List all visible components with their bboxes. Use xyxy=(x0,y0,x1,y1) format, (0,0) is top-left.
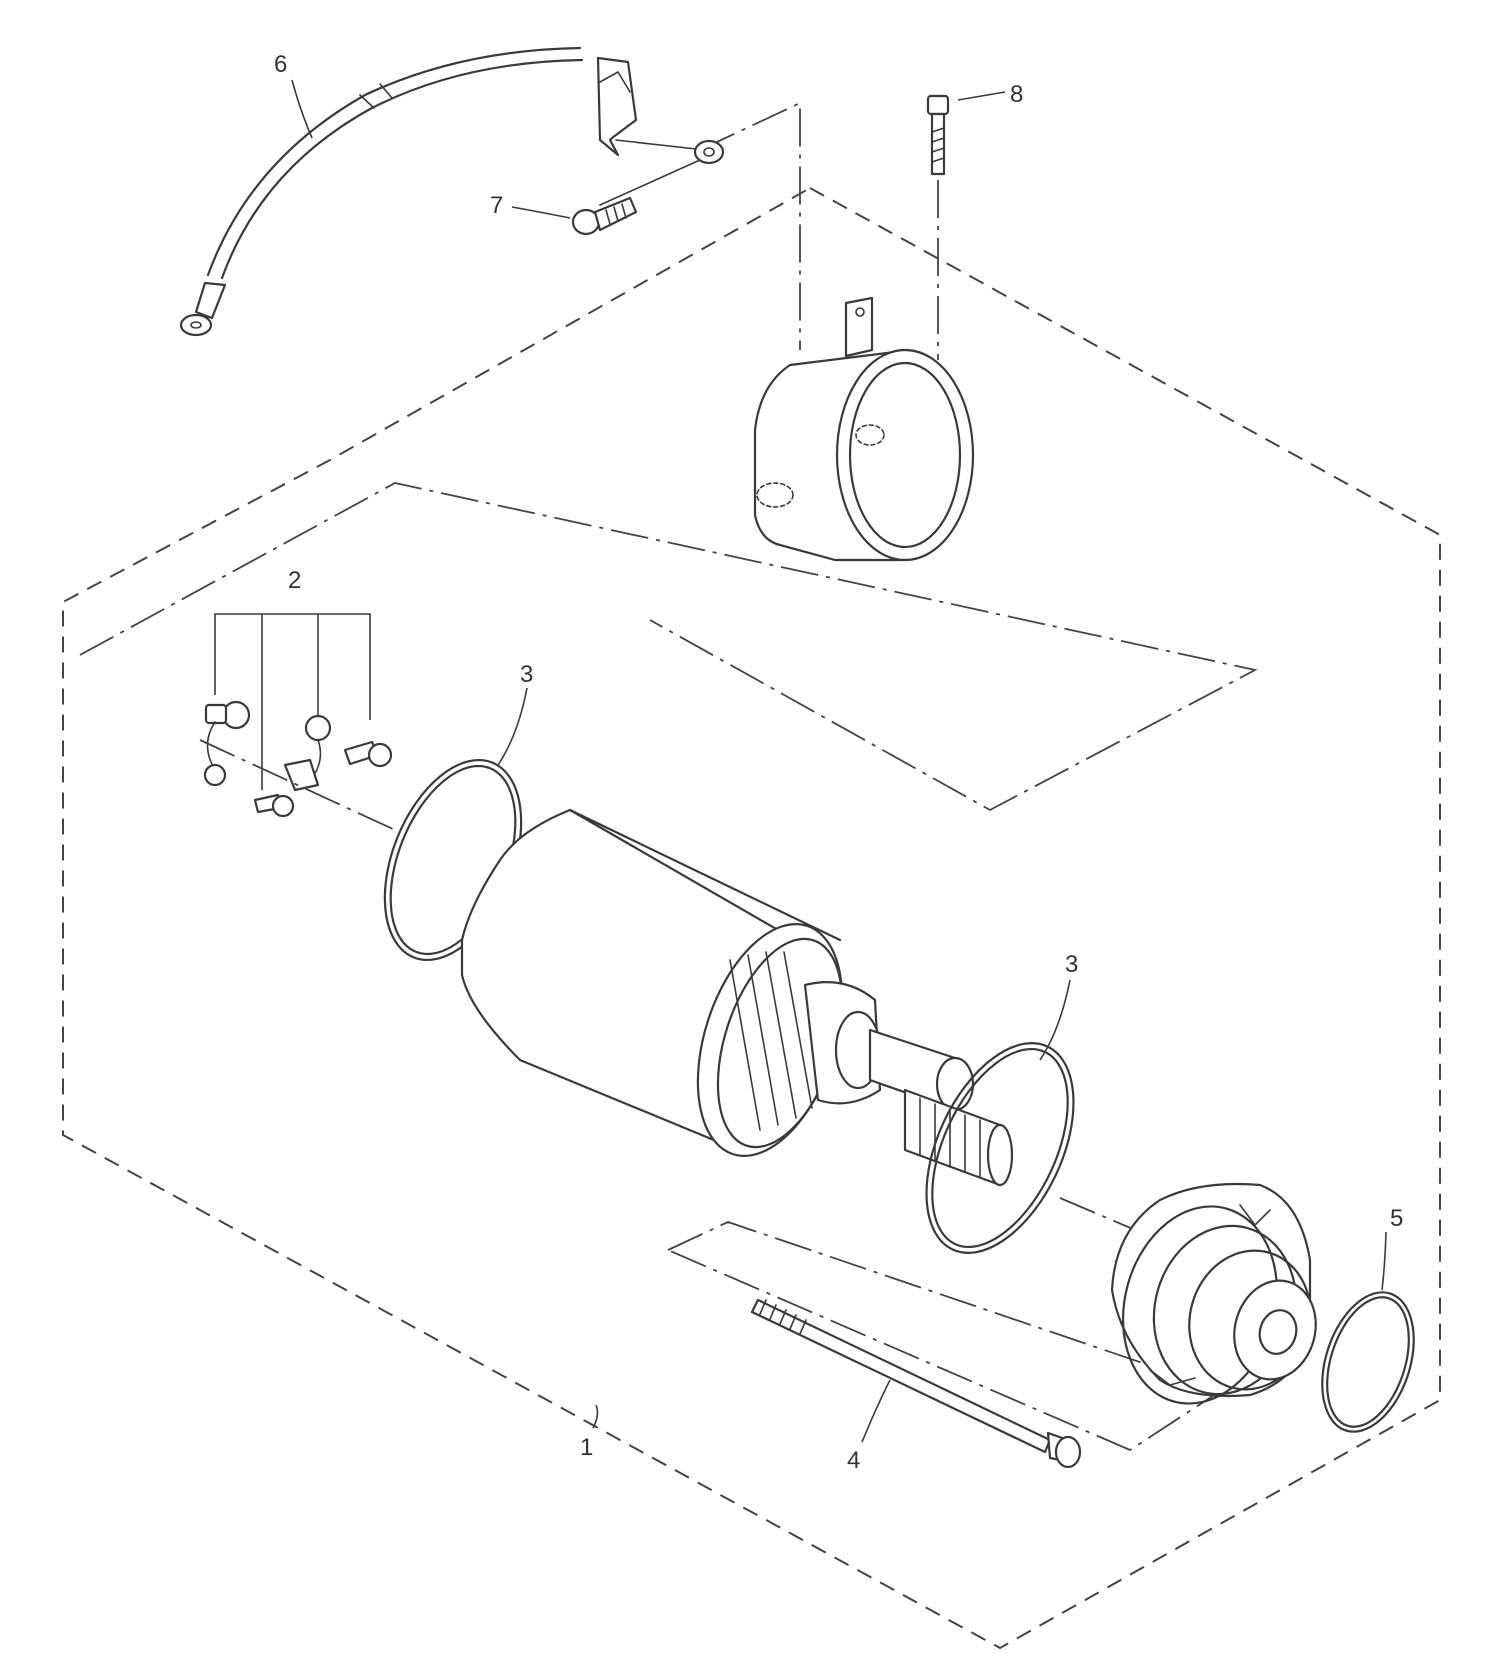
motor-yoke-body xyxy=(460,808,1014,1187)
callout-3-o-ring-lower: 3 xyxy=(1065,951,1078,978)
assembly-boundary-outline xyxy=(62,186,1441,1650)
o-ring-front xyxy=(1321,1291,1415,1433)
callout-3-o-ring-upper: 3 xyxy=(520,661,533,688)
lead-wire xyxy=(179,46,725,337)
callout-2-brush-set: 2 xyxy=(288,567,301,594)
brush-to-armature-guide xyxy=(199,739,396,831)
callout-7-screw: 7 xyxy=(490,192,503,219)
callout-6-lead-wire: 6 xyxy=(274,51,287,78)
callout-8-bolt: 8 xyxy=(1010,81,1023,108)
upper-alignment-guide xyxy=(79,482,1258,812)
screw xyxy=(571,159,701,236)
through-bolt xyxy=(750,1298,1082,1469)
callout-1-assembly: 1 xyxy=(580,1434,593,1461)
shaft-to-cover-guide xyxy=(1059,1197,1141,1233)
callout-5-o-ring-front: 5 xyxy=(1390,1205,1403,1232)
callout-4-through-bolt: 4 xyxy=(847,1447,860,1474)
front-cover xyxy=(1110,1182,1317,1405)
yoke-cover xyxy=(753,296,975,562)
brush-set xyxy=(203,613,393,818)
bolt xyxy=(926,94,950,176)
callout-leaders xyxy=(291,79,1387,1443)
yoke-lead-guide xyxy=(699,101,801,350)
